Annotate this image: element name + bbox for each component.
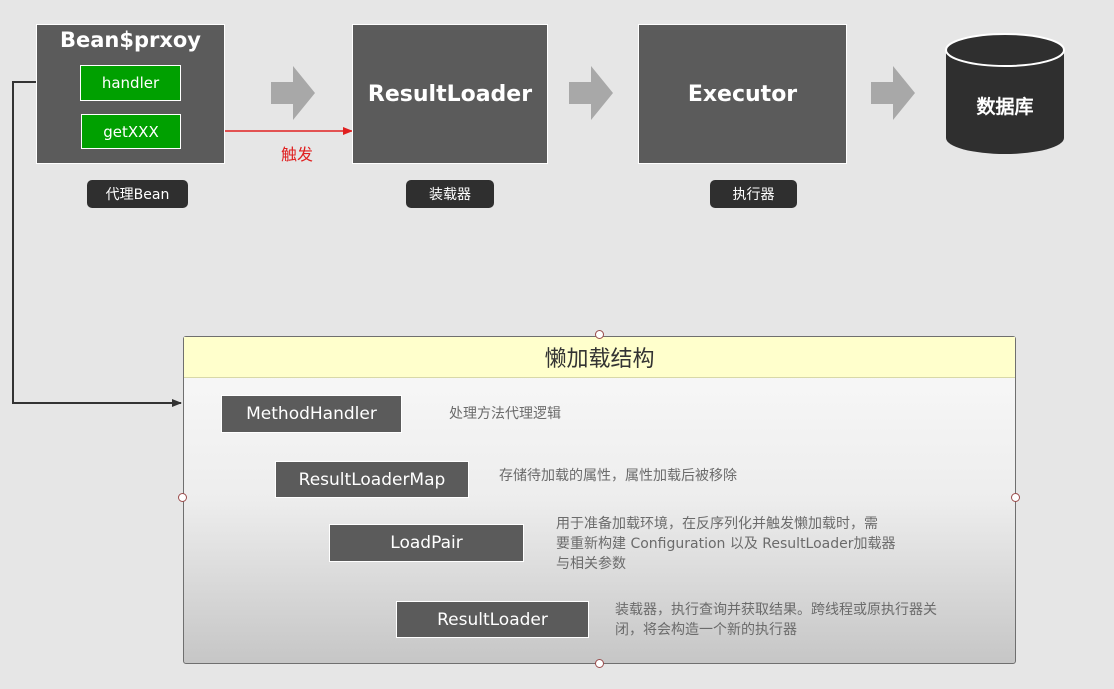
database-label: 数据库 xyxy=(976,96,1034,118)
lazy-loading-panel xyxy=(183,336,1016,664)
result-loader-desc-line-1: 装载器，执行查询并获取结果。跨线程或原执行器关 xyxy=(615,602,937,618)
result-loader-box: ResultLoader xyxy=(352,24,548,164)
method-handler-desc: 处理方法代理逻辑 xyxy=(449,406,561,422)
resize-handle-top[interactable] xyxy=(595,330,604,339)
trigger-label: 触发 xyxy=(281,145,314,164)
load-pair-desc: 用于准备加载环境，在反序列化并触发懒加载时，需 要重新构建 Configurat… xyxy=(556,514,896,574)
database-icon xyxy=(945,33,1065,154)
load-pair-desc-line-1: 用于准备加载环境，在反序列化并触发懒加载时，需 xyxy=(556,516,878,532)
handler-button[interactable]: handler xyxy=(80,65,181,101)
result-loader-map-node: ResultLoaderMap xyxy=(275,461,469,498)
executor-caption: 执行器 xyxy=(710,180,797,208)
panel-title: 懒加载结构 xyxy=(184,337,1015,378)
load-pair-node: LoadPair xyxy=(329,524,524,562)
proxy-bean-title: Bean$prxoy xyxy=(59,28,202,52)
flow-arrow-1 xyxy=(271,66,315,120)
result-loader-map-desc: 存储待加载的属性，属性加载后被移除 xyxy=(499,468,737,484)
resize-handle-right[interactable] xyxy=(1011,493,1020,502)
result-loader-caption: 装载器 xyxy=(406,180,494,208)
executor-box: Executor xyxy=(638,24,847,164)
result-loader-desc-line-2: 闭，将会构造一个新的执行器 xyxy=(615,622,797,638)
result-loader-node: ResultLoader xyxy=(396,601,589,638)
result-loader-desc: 装载器，执行查询并获取结果。跨线程或原执行器关 闭，将会构造一个新的执行器 xyxy=(615,600,937,640)
executor-title: Executor xyxy=(687,81,798,107)
resize-handle-bottom[interactable] xyxy=(595,659,604,668)
method-handler-node: MethodHandler xyxy=(221,395,402,433)
resize-handle-left[interactable] xyxy=(178,493,187,502)
load-pair-desc-line-2: 要重新构建 Configuration 以及 ResultLoader加载器 xyxy=(556,536,896,552)
load-pair-desc-line-3: 与相关参数 xyxy=(556,556,626,572)
getxxx-button[interactable]: getXXX xyxy=(81,114,181,149)
proxy-bean-caption: 代理Bean xyxy=(87,180,188,208)
result-loader-title: ResultLoader xyxy=(367,81,533,107)
flow-arrow-3 xyxy=(871,66,915,120)
flow-arrow-2 xyxy=(569,66,613,120)
